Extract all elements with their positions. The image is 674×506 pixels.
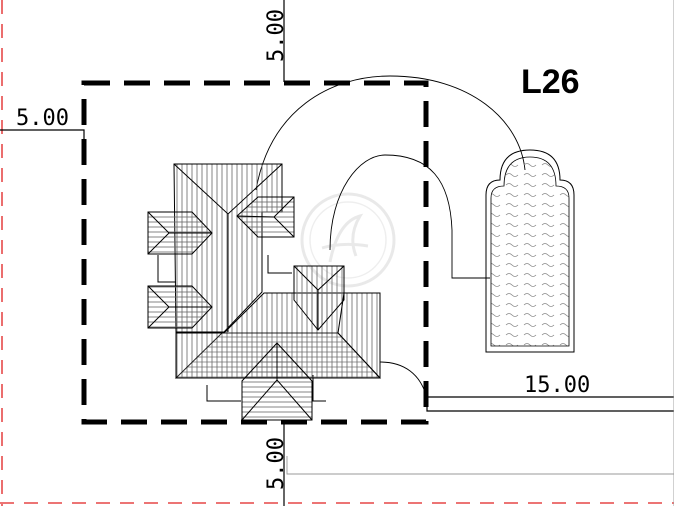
dimension-right: 15.00 (524, 373, 590, 398)
swimming-pool (485, 149, 575, 353)
lot-edge-lines (286, 0, 674, 506)
building-envelope (81, 80, 429, 425)
dimension-left: 5.00 (16, 106, 69, 131)
watermark-logo (300, 192, 396, 288)
driveway-outline (255, 75, 526, 396)
lot-label: L26 (521, 63, 580, 101)
house-roof-plan (147, 163, 382, 421)
dimension-top: 5.00 (264, 9, 289, 62)
dimension-bottom: 5.00 (264, 437, 289, 490)
